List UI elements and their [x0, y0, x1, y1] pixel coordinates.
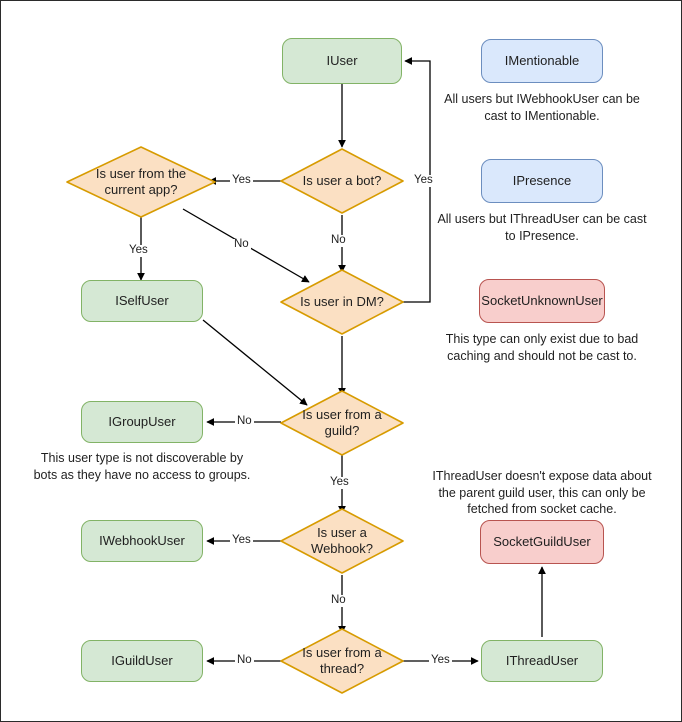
edge-label-thread-yes: Yes: [429, 654, 452, 667]
node-socketguilduser-label: SocketGuildUser: [493, 533, 591, 549]
is-current-app-diamond-shape: [66, 146, 216, 218]
node-is-from-thread-label: Is user from a thread?: [302, 644, 382, 676]
caption-ipresence: All users but IThreadUser can be cast to…: [437, 212, 647, 243]
node-is-webhook-label: Is user a Webhook?: [311, 524, 373, 556]
node-iuser[interactable]: IUser: [282, 38, 402, 84]
caption-imentionable: All users but IWebhookUser can be cast t…: [444, 92, 640, 123]
node-is-in-dm-label: Is user in DM?: [300, 293, 384, 309]
is-in-dm-diamond-shape: [280, 269, 404, 335]
node-ipresence-label: IPresence: [512, 172, 572, 188]
edge-label-thread-no: No: [235, 654, 254, 667]
node-imentionable[interactable]: IMentionable: [481, 39, 603, 83]
node-is-in-dm[interactable]: Is user in DM?: [279, 268, 405, 336]
node-is-webhook[interactable]: Is user a Webhook?: [279, 507, 405, 575]
is-bot-diamond-shape: [280, 148, 404, 214]
node-iuser-label: IUser: [326, 52, 358, 68]
is-webhook-diamond-shape: [280, 508, 404, 574]
caption-ithreaduser: IThreadUser doesn't expose data about th…: [432, 469, 652, 516]
node-iselfuser[interactable]: ISelfUser: [81, 280, 203, 322]
edge-label-bot-yes: Yes: [230, 174, 253, 187]
is-from-guild-diamond-shape: [280, 390, 404, 456]
node-socketunknownuser-label: SocketUnknownUser: [481, 292, 603, 308]
edge-label-current-app-yes: Yes: [127, 244, 150, 257]
node-is-bot[interactable]: Is user a bot?: [279, 147, 405, 215]
node-is-bot-label: Is user a bot?: [302, 172, 382, 188]
node-socketunknownuser[interactable]: SocketUnknownUser: [479, 279, 605, 323]
edge-label-guild-no: No: [235, 415, 254, 428]
node-is-from-thread[interactable]: Is user from a thread?: [279, 627, 405, 695]
node-ithreaduser[interactable]: IThreadUser: [481, 640, 603, 682]
node-is-from-guild-label: Is user from a guild?: [302, 406, 382, 438]
node-iwebhookuser-label: IWebhookUser: [99, 532, 185, 548]
node-is-current-app[interactable]: Is user from the current app?: [65, 145, 217, 219]
node-ipresence[interactable]: IPresence: [481, 159, 603, 203]
node-iguilduser-label: IGuildUser: [111, 652, 173, 668]
node-igroupuser-label: IGroupUser: [108, 413, 176, 429]
node-is-current-app-label: Is user from the current app?: [95, 165, 187, 197]
edge-label-webhook-yes: Yes: [230, 534, 253, 547]
edge-label-bot-no: No: [329, 234, 348, 247]
node-socketguilduser[interactable]: SocketGuildUser: [480, 520, 604, 564]
node-ithreaduser-label: IThreadUser: [505, 652, 579, 668]
edge-label-dm-yes: Yes: [412, 174, 435, 187]
node-iguilduser[interactable]: IGuildUser: [81, 640, 203, 682]
node-imentionable-label: IMentionable: [504, 52, 580, 68]
caption-socketunknownuser: This type can only exist due to bad cach…: [445, 332, 639, 363]
edge-label-current-app-no: No: [232, 238, 251, 251]
node-igroupuser[interactable]: IGroupUser: [81, 401, 203, 443]
node-is-from-guild[interactable]: Is user from a guild?: [279, 389, 405, 457]
is-from-thread-diamond-shape: [280, 628, 404, 694]
edge-label-webhook-no: No: [329, 594, 348, 607]
node-iselfuser-label: ISelfUser: [115, 292, 169, 308]
edge-label-guild-yes: Yes: [328, 476, 351, 489]
caption-igroupuser: This user type is not discoverable by bo…: [33, 451, 251, 482]
node-iwebhookuser[interactable]: IWebhookUser: [81, 520, 203, 562]
